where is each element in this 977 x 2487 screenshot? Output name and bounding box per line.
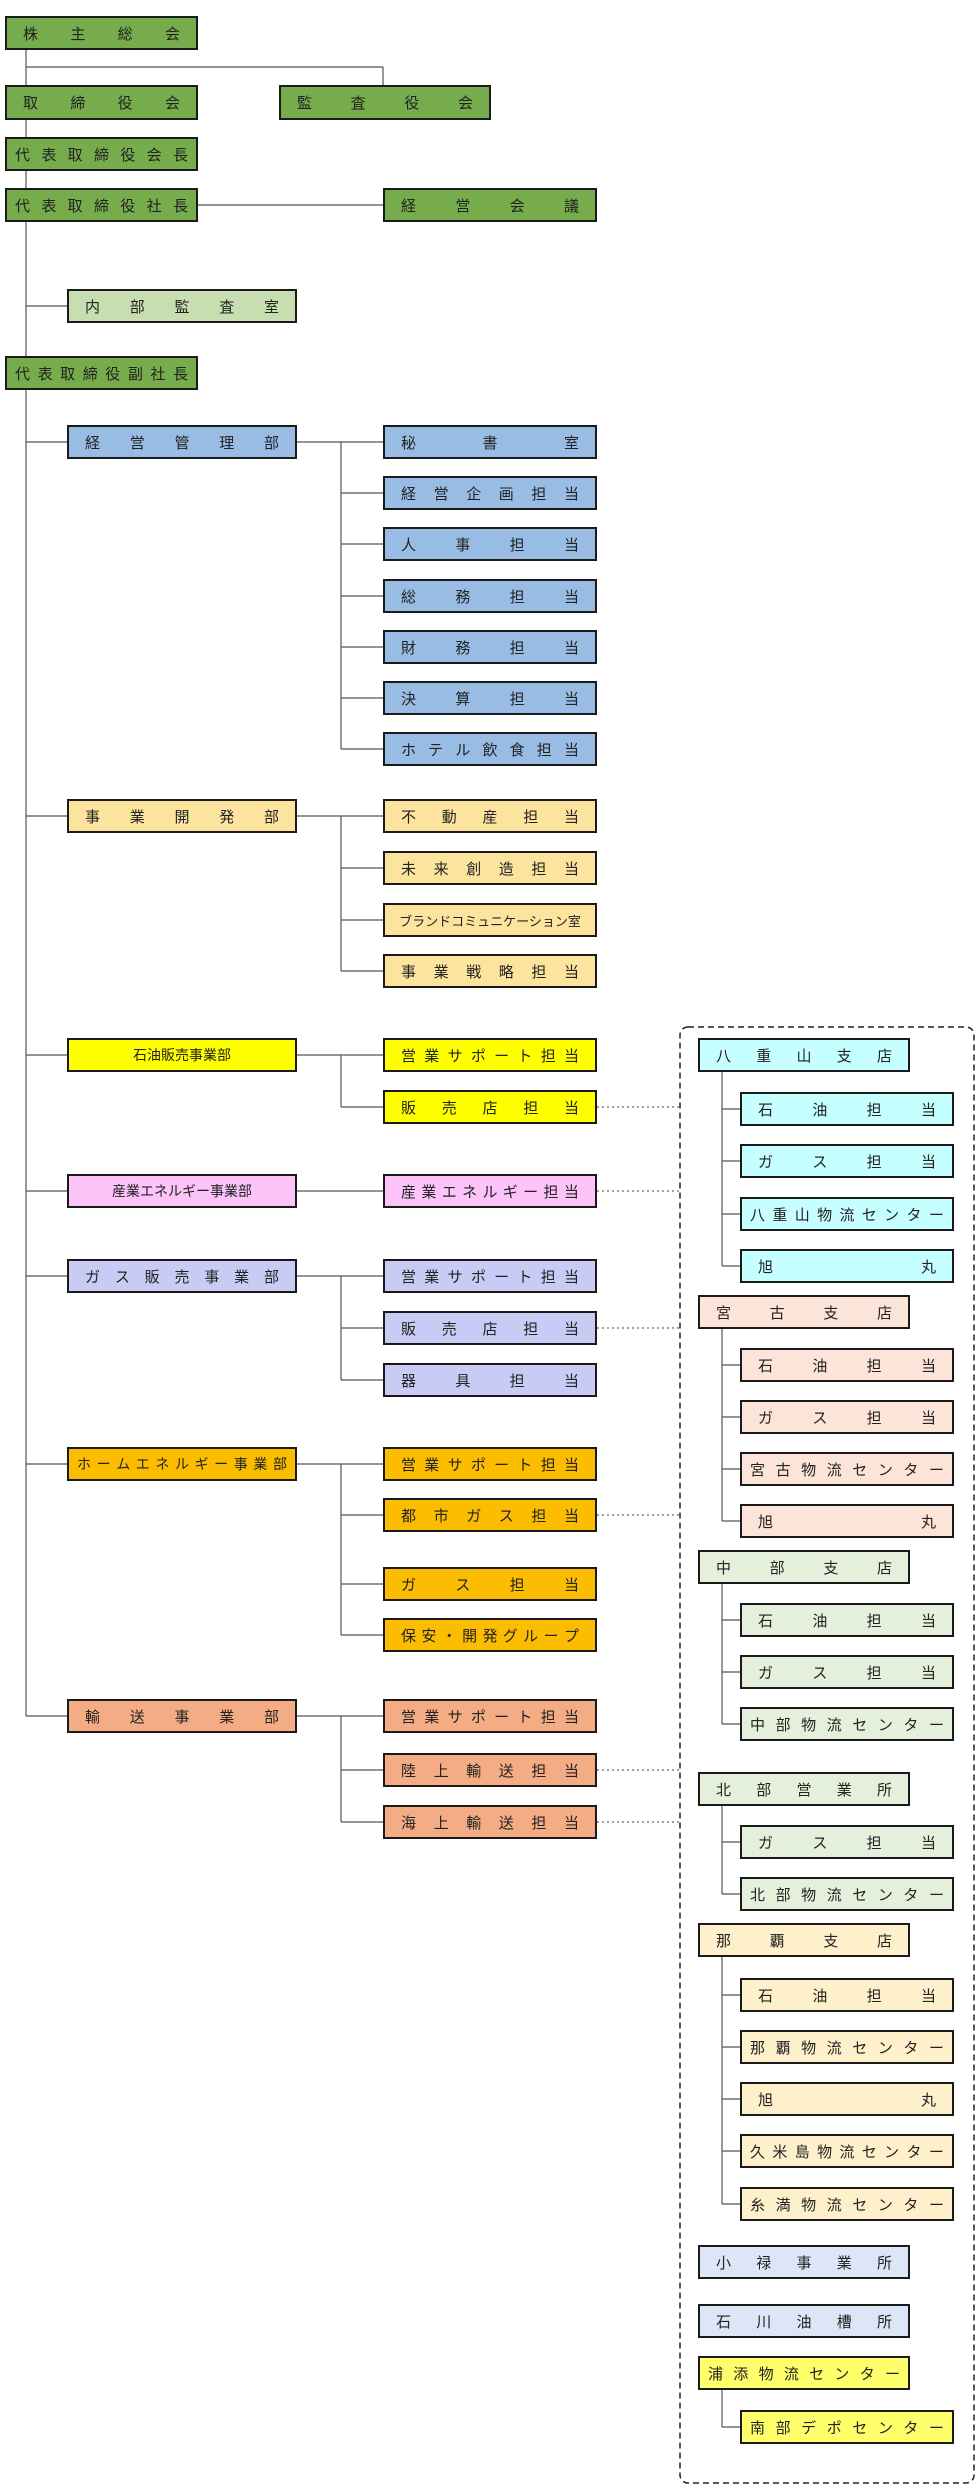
unit-yaeyama-logistics: 八重山物流センター <box>740 1197 954 1231</box>
unit-miyako-oil: 石油担当 <box>740 1348 954 1382</box>
branch-chubu: 中部支店 <box>698 1550 910 1584</box>
unit-itoman-logistics: 糸満物流センター <box>740 2187 954 2221</box>
vp-box: 代表取締役副社長 <box>5 356 198 390</box>
dept-business-development: 事業開発部 <box>67 799 297 833</box>
dept-home-energy: ホームエネルギー事業部 <box>67 1447 297 1481</box>
section-future-creation: 未来創造担当 <box>383 851 597 885</box>
dept-transport: 輸送事業部 <box>67 1699 297 1733</box>
section-gas-dealer: 販売店担当 <box>383 1311 597 1345</box>
section-industrial-energy: 産業エネルギー担当 <box>383 1174 597 1208</box>
board-box: 取締役会 <box>5 85 198 120</box>
section-finance: 財務担当 <box>383 630 597 664</box>
internal-audit-box: 内部監査室 <box>67 289 297 323</box>
section-gas-sales-support: 営業サポート担当 <box>383 1259 597 1293</box>
section-planning: 経営企画担当 <box>383 476 597 510</box>
section-home-sales-support: 営業サポート担当 <box>383 1447 597 1481</box>
section-hr: 人事担当 <box>383 527 597 561</box>
dept-mgmt-admin: 経営管理部 <box>67 425 297 459</box>
unit-nanbu-depot: 南部デポセンター <box>740 2410 954 2444</box>
dept-oil-sales: 石油販売事業部 <box>67 1038 297 1072</box>
branch-hokubu: 北部営業所 <box>698 1772 910 1806</box>
section-oil-dealer: 販売店担当 <box>383 1090 597 1124</box>
section-appliances: 器具担当 <box>383 1363 597 1397</box>
section-gas: ガス担当 <box>383 1567 597 1601</box>
chairman-box: 代表取締役会長 <box>5 137 198 171</box>
office-ishikawa-oil-depot: 石川油槽所 <box>698 2304 910 2338</box>
section-sea-transport: 海上輸送担当 <box>383 1805 597 1839</box>
dotted-connectors <box>597 1106 680 1823</box>
section-hotel-dining: ホテル飲食担当 <box>383 732 597 766</box>
unit-naha-oil: 石油担当 <box>740 1978 954 2012</box>
dept-gas-sales: ガス販売事業部 <box>67 1259 297 1293</box>
unit-naha-logistics: 那覇物流センター <box>740 2030 954 2064</box>
auditors-box: 監査役会 <box>279 85 491 120</box>
mgmt-council-box: 経営会議 <box>383 188 597 222</box>
president-box: 代表取締役社長 <box>5 188 198 222</box>
section-real-estate: 不動産担当 <box>383 799 597 833</box>
unit-naha-asahimaru: 旭丸 <box>740 2082 954 2116</box>
branch-naha: 那覇支店 <box>698 1923 910 1957</box>
branch-group-frame <box>679 1026 975 2484</box>
section-secretary: 秘書室 <box>383 425 597 459</box>
unit-chubu-logistics: 中部物流センター <box>740 1707 954 1741</box>
unit-chubu-oil: 石油担当 <box>740 1603 954 1637</box>
dept-industrial-energy: 産業エネルギー事業部 <box>67 1174 297 1208</box>
unit-yaeyama-asahimaru: 旭丸 <box>740 1249 954 1283</box>
branch-yaeyama: 八重山支店 <box>698 1038 910 1072</box>
section-general-affairs: 総務担当 <box>383 579 597 613</box>
section-land-transport: 陸上輸送担当 <box>383 1753 597 1787</box>
unit-hokubu-gas: ガス担当 <box>740 1825 954 1859</box>
section-city-gas: 都市ガス担当 <box>383 1498 597 1532</box>
unit-yaeyama-gas: ガス担当 <box>740 1144 954 1178</box>
section-business-strategy: 事業戦略担当 <box>383 954 597 988</box>
section-oil-sales-support: 営業サポート担当 <box>383 1038 597 1072</box>
unit-kumejima-logistics: 久米島物流センター <box>740 2134 954 2168</box>
office-urasoe-logistics: 浦添物流センター <box>698 2356 910 2390</box>
office-oroku: 小禄事業所 <box>698 2245 910 2279</box>
section-settlement: 決算担当 <box>383 681 597 715</box>
branch-miyako: 宮古支店 <box>698 1295 910 1329</box>
unit-chubu-gas: ガス担当 <box>740 1655 954 1689</box>
shareholders-box: 株主総会 <box>5 16 198 50</box>
unit-yaeyama-oil: 石油担当 <box>740 1092 954 1126</box>
unit-miyako-gas: ガス担当 <box>740 1400 954 1434</box>
section-transport-sales-support: 営業サポート担当 <box>383 1699 597 1733</box>
unit-miyako-logistics: 宮古物流センター <box>740 1452 954 1486</box>
solid-connectors <box>25 50 740 2428</box>
section-safety-development: 保安・開発グループ <box>383 1618 597 1652</box>
unit-miyako-asahimaru: 旭丸 <box>740 1504 954 1538</box>
unit-hokubu-logistics: 北部物流センター <box>740 1877 954 1911</box>
section-brand-communication: ブランドコミュニケーション室 <box>383 903 597 937</box>
